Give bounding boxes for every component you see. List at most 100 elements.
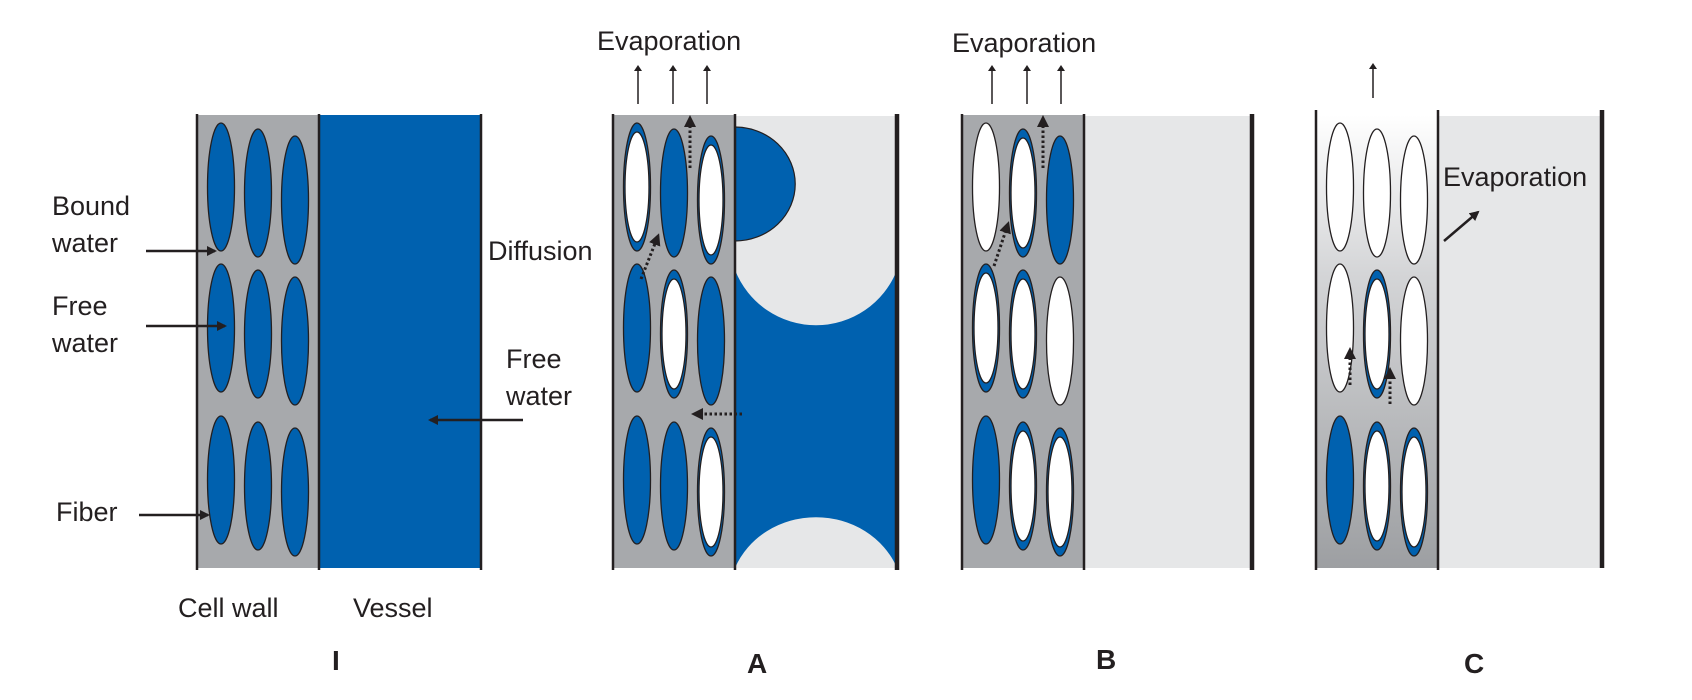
fiber-air-bubble	[1010, 430, 1036, 542]
fiber-grid	[206, 122, 310, 557]
fiber-empty	[1399, 276, 1429, 406]
fiber-partial	[1045, 427, 1075, 557]
fiber-partial	[696, 135, 726, 265]
water-column-middle	[735, 270, 897, 568]
fiber-full	[280, 135, 310, 265]
fiber-lumen	[622, 263, 652, 393]
panel-letter-A: A	[747, 648, 767, 679]
evaporation-label: Evaporation	[597, 26, 741, 56]
fiber-full	[206, 415, 236, 545]
fiber-partial	[1399, 427, 1429, 557]
vessel	[319, 115, 481, 568]
water-meniscus-top	[735, 126, 796, 242]
panel-I: Bound water Free water Fiber Free water …	[51, 114, 572, 676]
fiber-full	[971, 415, 1001, 545]
free-water-label-1: Free	[52, 291, 108, 321]
fiber-full	[280, 276, 310, 406]
fiber-lumen	[243, 128, 273, 258]
fiber-lumen	[280, 135, 310, 265]
panel-A: Evaporation Diffusion A	[488, 26, 900, 679]
fiber-air-bubble	[1364, 430, 1390, 542]
fiber-grid	[1325, 122, 1429, 557]
fiber-full	[659, 421, 689, 551]
fiber-air-bubble	[698, 436, 724, 548]
panel-letter-C: C	[1464, 648, 1484, 679]
fiber-partial	[622, 122, 652, 252]
fiber-full	[659, 128, 689, 258]
fiber-lumen	[1325, 415, 1355, 545]
fiber-air-bubble	[1010, 278, 1036, 390]
fiber-partial	[1008, 269, 1038, 399]
fiber-full	[622, 415, 652, 545]
fiber-grid	[622, 122, 726, 557]
free-water-label-2: water	[51, 328, 118, 358]
fiber-empty	[1325, 263, 1355, 393]
fiber-lumen	[1362, 128, 1392, 258]
free-water-vessel-label-2: water	[505, 381, 572, 411]
fiber-label: Fiber	[56, 497, 118, 527]
vessel-water	[735, 126, 897, 568]
fiber-full	[243, 128, 273, 258]
fiber-lumen	[1045, 135, 1075, 265]
fiber-lumen	[206, 122, 236, 252]
fiber-full	[622, 263, 652, 393]
fiber-partial	[1008, 421, 1038, 551]
fiber-partial	[1362, 269, 1392, 399]
fiber-lumen	[971, 415, 1001, 545]
fiber-partial	[659, 269, 689, 399]
bound-water-label-1: Bound	[52, 191, 130, 221]
fiber-full	[1045, 135, 1075, 265]
fiber-full	[1325, 415, 1355, 545]
fiber-air-bubble	[1047, 436, 1073, 548]
vessel-empty	[1084, 116, 1252, 568]
fiber-full	[696, 276, 726, 406]
cell-wall-label: Cell wall	[178, 593, 279, 623]
fiber-empty	[1045, 276, 1075, 406]
fiber-full	[243, 269, 273, 399]
evaporation-label: Evaporation	[1443, 162, 1587, 192]
fiber-full	[280, 427, 310, 557]
fiber-lumen	[1325, 263, 1355, 393]
vessel-label: Vessel	[353, 593, 433, 623]
evaporation-arrow-diagonal	[1443, 210, 1480, 242]
diffusion-arrow-1	[992, 221, 1011, 267]
panel-C: Evaporation C	[1314, 63, 1605, 679]
fiber-lumen	[971, 122, 1001, 252]
fiber-lumen	[280, 276, 310, 406]
fiber-lumen	[1325, 122, 1355, 252]
fiber-lumen	[206, 415, 236, 545]
fiber-empty	[971, 122, 1001, 252]
fiber-lumen	[1399, 135, 1429, 265]
free-water-vessel-label-1: Free	[506, 344, 562, 374]
fiber-lumen	[1399, 276, 1429, 406]
fiber-lumen	[696, 276, 726, 406]
fiber-lumen	[622, 415, 652, 545]
fiber-lumen	[1045, 276, 1075, 406]
panel-letter-B: B	[1096, 644, 1116, 675]
fiber-lumen	[659, 421, 689, 551]
fiber-partial	[1362, 421, 1392, 551]
fiber-air-bubble	[624, 131, 650, 243]
fiber-lumen	[206, 263, 236, 393]
fiber-lumen	[243, 269, 273, 399]
fiber-partial	[696, 427, 726, 557]
fiber-air-bubble	[698, 144, 724, 256]
fiber-partial	[971, 263, 1001, 393]
fiber-empty	[1325, 122, 1355, 252]
panel-letter-I: I	[332, 645, 340, 676]
panel-B: Evaporation B	[952, 28, 1255, 675]
diffusion-label: Diffusion	[488, 236, 593, 266]
fiber-lumen	[280, 427, 310, 557]
bound-water-label-2: water	[51, 228, 118, 258]
fiber-empty	[1362, 128, 1392, 258]
vessel-empty	[1438, 116, 1602, 568]
evaporation-label: Evaporation	[952, 28, 1096, 58]
fiber-full	[206, 122, 236, 252]
fiber-full	[243, 421, 273, 551]
fiber-lumen	[243, 421, 273, 551]
fiber-empty	[1399, 135, 1429, 265]
fiber-partial	[1008, 128, 1038, 258]
fiber-air-bubble	[661, 278, 687, 390]
fiber-grid	[971, 122, 1075, 557]
